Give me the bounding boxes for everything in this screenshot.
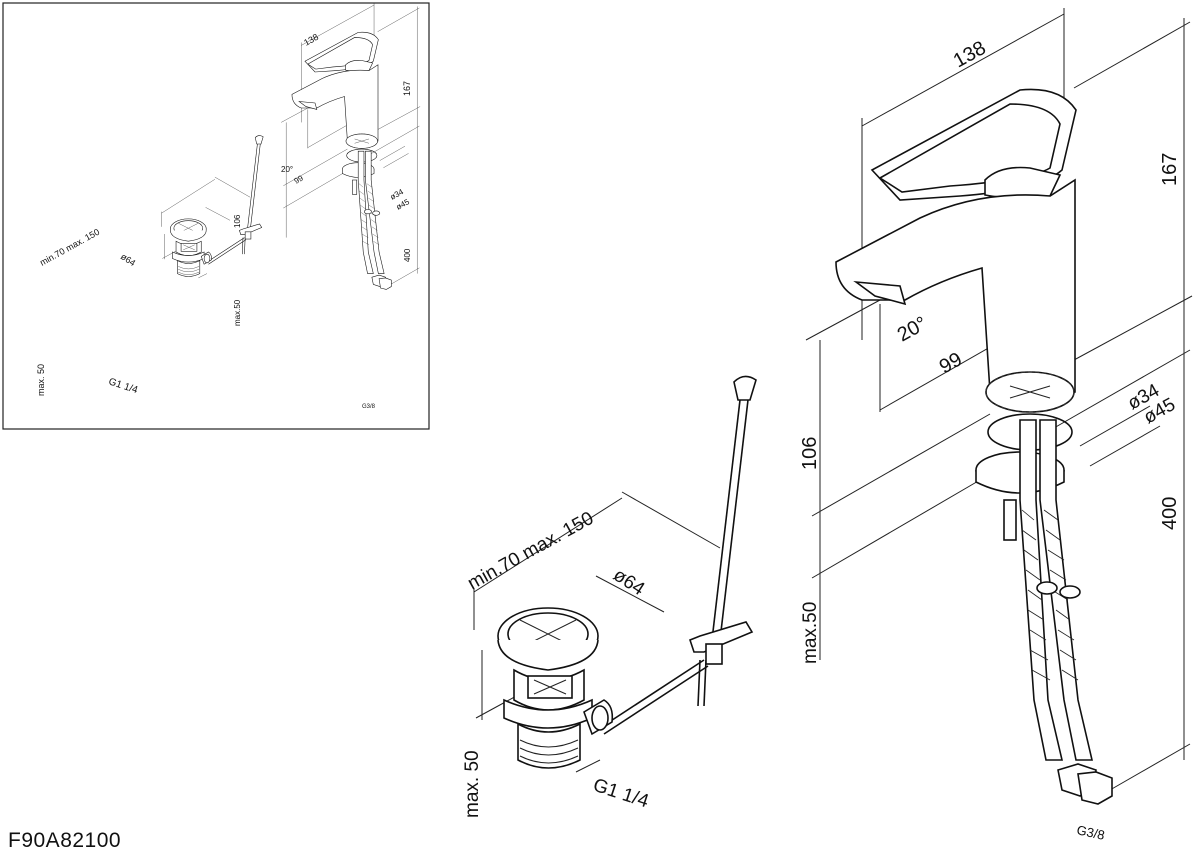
- drain-thread-label: G1 1/4: [590, 775, 651, 813]
- reach-label: 99: [936, 348, 966, 378]
- main-view: [473, 7, 1193, 805]
- hose-thread-label: G3/8: [1075, 822, 1106, 843]
- faucet-height-label: 167: [1159, 153, 1181, 186]
- drain-max-height-label: max. 50: [462, 750, 483, 818]
- thumb-faucet-height-label: 167: [402, 81, 412, 96]
- thumb-spout-angle-label: 20°: [281, 165, 293, 174]
- deck-height-label: 106: [799, 437, 821, 470]
- model-code: F90A82100: [8, 829, 122, 852]
- thumb-hose-thread-label: G3/8: [362, 404, 376, 410]
- thumb-hose-length-label: 400: [403, 248, 412, 262]
- thumb-max-deck-label: max.50: [233, 299, 242, 326]
- thumb-deck-height-label: 106: [233, 214, 242, 228]
- max-deck-label: max.50: [800, 602, 821, 664]
- thumbnail-view: [2, 2, 430, 430]
- thumb-drain-max-height-label: max. 50: [36, 364, 46, 396]
- rod-length-label: min.70 max. 150: [464, 508, 597, 594]
- spout-angle-label: 20°: [894, 312, 931, 346]
- faucet-width-label: 138: [950, 37, 990, 72]
- hose-length-label: 400: [1159, 497, 1181, 530]
- drain-diameter-label: ø64: [609, 565, 648, 601]
